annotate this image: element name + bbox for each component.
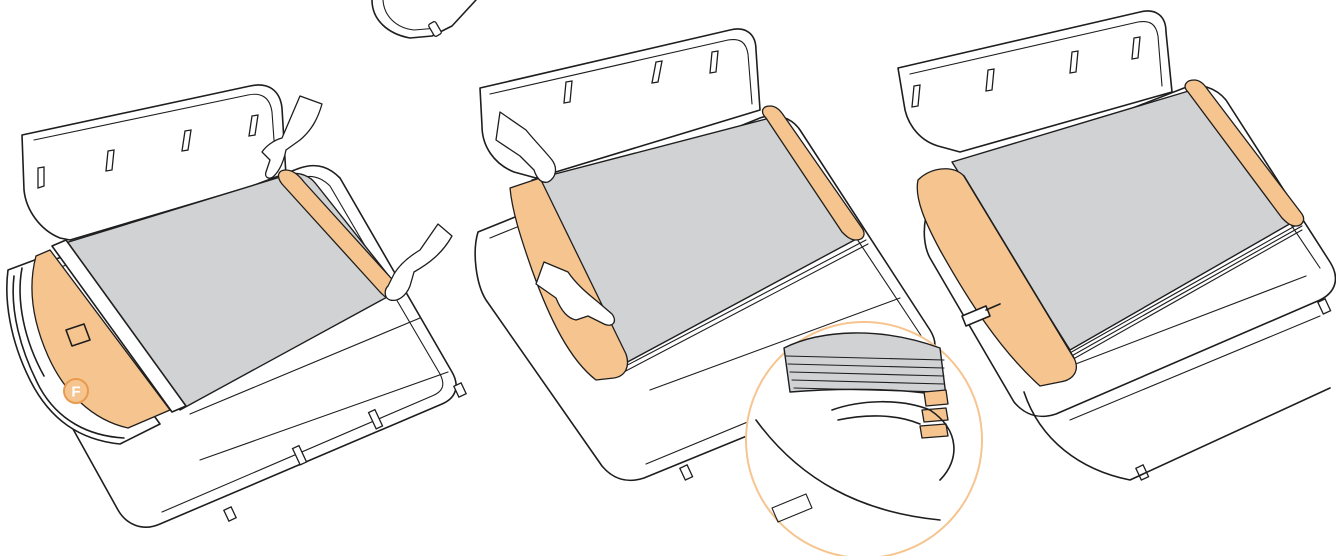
f-marker-label: F: [71, 384, 80, 401]
step-1-illustration: F: [7, 85, 466, 527]
top-bag-fragment: [372, 0, 476, 38]
magnified-detail-callout: [746, 322, 982, 556]
f-marker-badge: F: [64, 379, 88, 403]
hand-right-icon: [385, 224, 452, 300]
